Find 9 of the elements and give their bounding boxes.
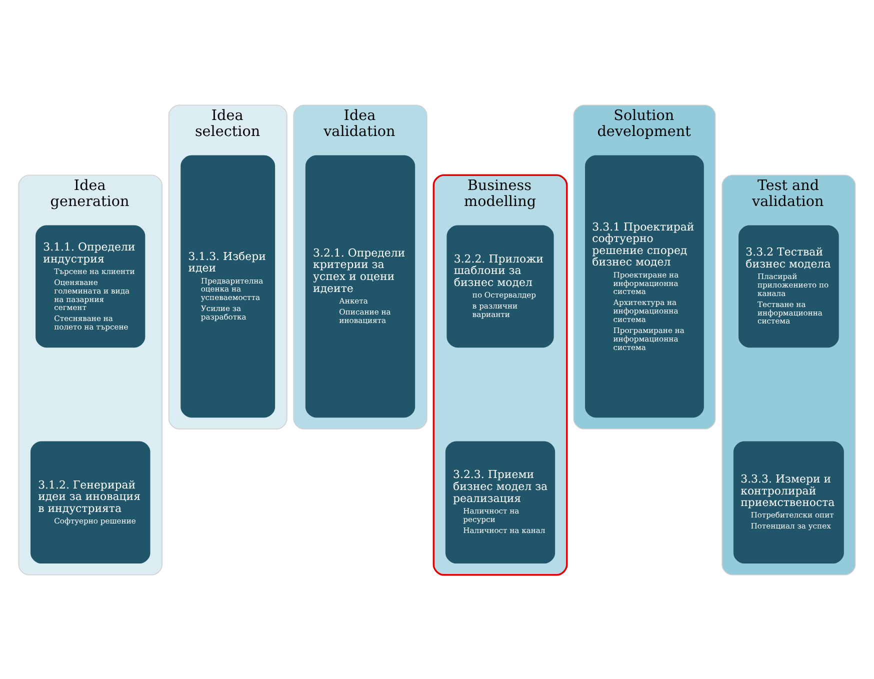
node-box: 3.1.3. Избери идеи Предварителна оценка на успеваемостта Усилие за разработка xyxy=(180,154,276,418)
node-box: 3.2.3. Приеми бизнес модел за реализация Наличност на ресурси Наличност на канал xyxy=(445,440,556,563)
node-box: 3.3.2 Тествай бизнес модела Пласирай приложението по канала Тестване на информационна система xyxy=(738,224,839,348)
node-box: 3.2.2. Приложи шаблони за бизнес модел по Остервалдер в различни варианти xyxy=(446,224,554,348)
node-box: 3.1.2. Генерирай идеи за иновация в индустрията Софтуерно решение xyxy=(30,440,150,563)
node-box: 3.1.1. Определи индустрия Търсене на клиенти Оценяване големината и вида на пазарния сегмент Стесняване на полето на търсене xyxy=(36,224,146,348)
node-box: 3.3.3. Измери и контролирай приемственоста Потребителски опит Потенциал за успех xyxy=(733,440,844,563)
node-box: 3.2.1. Определи критерии за успех и оцени идеите Анкета Описание на иновацията xyxy=(305,154,416,418)
node-box: 3.3.1 Проектирай софтуерно решение според бизнес модел Проектиране на информационна система Архитектура на информационна система Програмиране на информационна система xyxy=(585,154,704,418)
